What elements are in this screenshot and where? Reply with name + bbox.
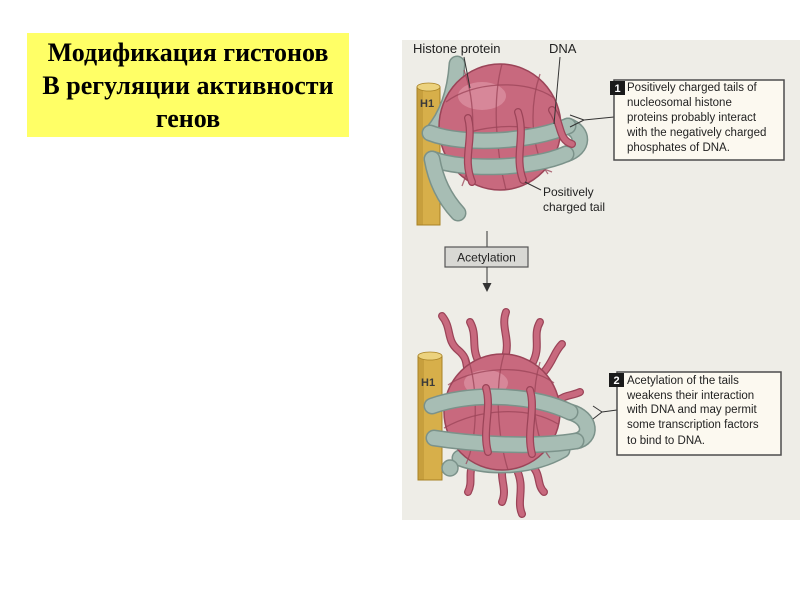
callout-1-text-line: nucleosomal histone bbox=[627, 97, 732, 109]
callout-2-text-line: weakens their interaction bbox=[626, 390, 754, 402]
dna-front-band-2 bbox=[425, 147, 573, 174]
dna-exiting-strand bbox=[425, 152, 465, 220]
callout-1-text-line: proteins probably interact bbox=[627, 112, 757, 124]
callout-1-leader bbox=[569, 114, 615, 128]
callout-2-number-badge bbox=[609, 373, 624, 387]
callout-2-box bbox=[616, 371, 782, 456]
h1-cylinder-cap bbox=[416, 82, 441, 92]
histone-core-contour bbox=[495, 63, 507, 191]
h1-label-bottom: H1 bbox=[421, 377, 435, 389]
histone-protein-leader bbox=[463, 56, 471, 89]
histone-core-contour bbox=[445, 84, 555, 103]
dna-label: DNA bbox=[549, 41, 577, 56]
callout-2-text-line: with DNA and may permit bbox=[626, 404, 758, 416]
callout-2-number: 2 bbox=[613, 375, 619, 387]
histone-tail bbox=[465, 115, 475, 185]
acetylation-label: Acetylation bbox=[457, 251, 516, 265]
callout-1-text-line: phosphates of DNA. bbox=[627, 142, 730, 154]
acetylated-tail bbox=[527, 387, 535, 457]
h1-cylinder-shade bbox=[417, 87, 423, 225]
callout-1-text-line: Positively charged tails of bbox=[627, 82, 758, 94]
callout-2-text-line: Acetylation of the tails bbox=[627, 375, 739, 387]
dna-front-band-b bbox=[427, 431, 583, 452]
callout-2: 2 Acetylation of the tails weakens their… bbox=[592, 371, 782, 456]
callout-1-box bbox=[613, 79, 785, 161]
acetylated-tail bbox=[529, 319, 543, 367]
histone-core-contour bbox=[443, 411, 559, 429]
title-line-1: Модификация гистонов bbox=[47, 38, 329, 67]
callout-1-number-badge bbox=[610, 81, 625, 95]
acetylated-tail bbox=[501, 309, 510, 363]
histone-acetylation-figure: H1 Histone protein DNA Positively charge… bbox=[402, 40, 800, 520]
title-line-2: В регуляции активности bbox=[42, 71, 334, 100]
dna-leader bbox=[553, 56, 561, 125]
slide-title-box: Модификация гистонов В регуляции активно… bbox=[27, 33, 349, 137]
acetylation-step: Acetylation bbox=[444, 231, 529, 292]
positively-charged-tail-label-line-1: Positively bbox=[543, 185, 594, 199]
callout-2-leader bbox=[592, 405, 618, 420]
histone-tail bbox=[549, 107, 575, 147]
callout-1: 1 Positively charged tails of nucleosoma… bbox=[569, 79, 785, 161]
histone-core-contour bbox=[497, 353, 509, 471]
acetylated-tail bbox=[513, 465, 525, 517]
acetylated-tail bbox=[483, 385, 491, 455]
histone-protein-label: Histone protein bbox=[413, 41, 500, 56]
positively-charged-tail-label-line-2: charged tail bbox=[543, 200, 605, 214]
h1-cylinder-shade bbox=[418, 356, 424, 480]
h1-label-top: H1 bbox=[420, 98, 434, 110]
acetylated-tail bbox=[541, 341, 565, 375]
nucleosome-after-acetylation: H1 bbox=[417, 308, 596, 518]
dna-front-band-a bbox=[425, 389, 577, 419]
h1-cylinder-cap bbox=[417, 351, 443, 361]
down-arrow-icon bbox=[482, 283, 492, 292]
positively-charged-tail-leader bbox=[524, 181, 542, 191]
histone-core-highlight bbox=[458, 82, 506, 110]
histone-core-contour bbox=[465, 357, 476, 465]
dna-front-band-1 bbox=[423, 119, 575, 148]
callout-2-text-line: to bind to DNA. bbox=[627, 435, 705, 447]
title-line-3: генов bbox=[155, 104, 221, 133]
histone-tail bbox=[515, 109, 526, 183]
h1-histone-bottom: H1 bbox=[417, 351, 443, 481]
callout-1-text-line: with the negatively charged bbox=[626, 127, 766, 139]
dna-strand-end bbox=[441, 459, 459, 477]
nucleosome-acetylation-diagram: H1 Histone protein DNA Positively charge… bbox=[413, 41, 785, 518]
nucleosome-before-acetylation: H1 bbox=[416, 55, 589, 226]
callout-1-number: 1 bbox=[614, 83, 620, 95]
callout-2-text-line: some transcription factors bbox=[627, 419, 759, 431]
h1-cylinder-body bbox=[417, 355, 443, 481]
